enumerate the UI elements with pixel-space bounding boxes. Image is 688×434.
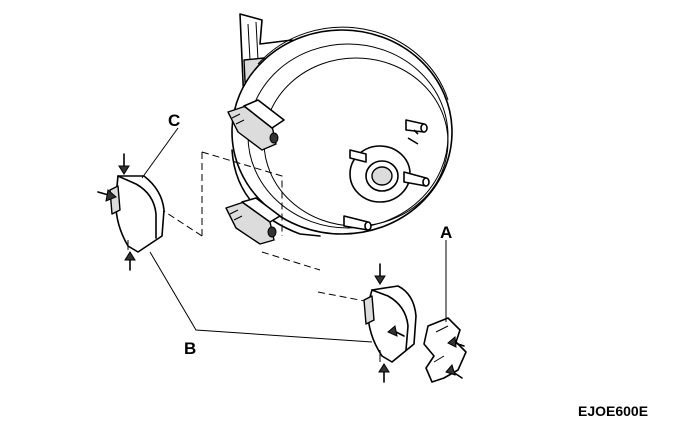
callout-c: C: [168, 111, 180, 130]
force-arrows: [97, 153, 465, 383]
callout-a: A: [440, 223, 452, 242]
callout-b: B: [184, 339, 196, 358]
outer-brake-pad: [109, 175, 165, 253]
lower-guide-pin: [225, 197, 281, 245]
wheel-studs: [343, 119, 430, 231]
anti-squeal-shim: [423, 317, 467, 383]
inner-brake-pad: [363, 285, 417, 363]
upper-guide-pin: [227, 99, 285, 151]
figure-code: EJOE600E: [578, 403, 648, 419]
alignment-lines: [149, 151, 371, 303]
leader-lines: [141, 127, 447, 343]
